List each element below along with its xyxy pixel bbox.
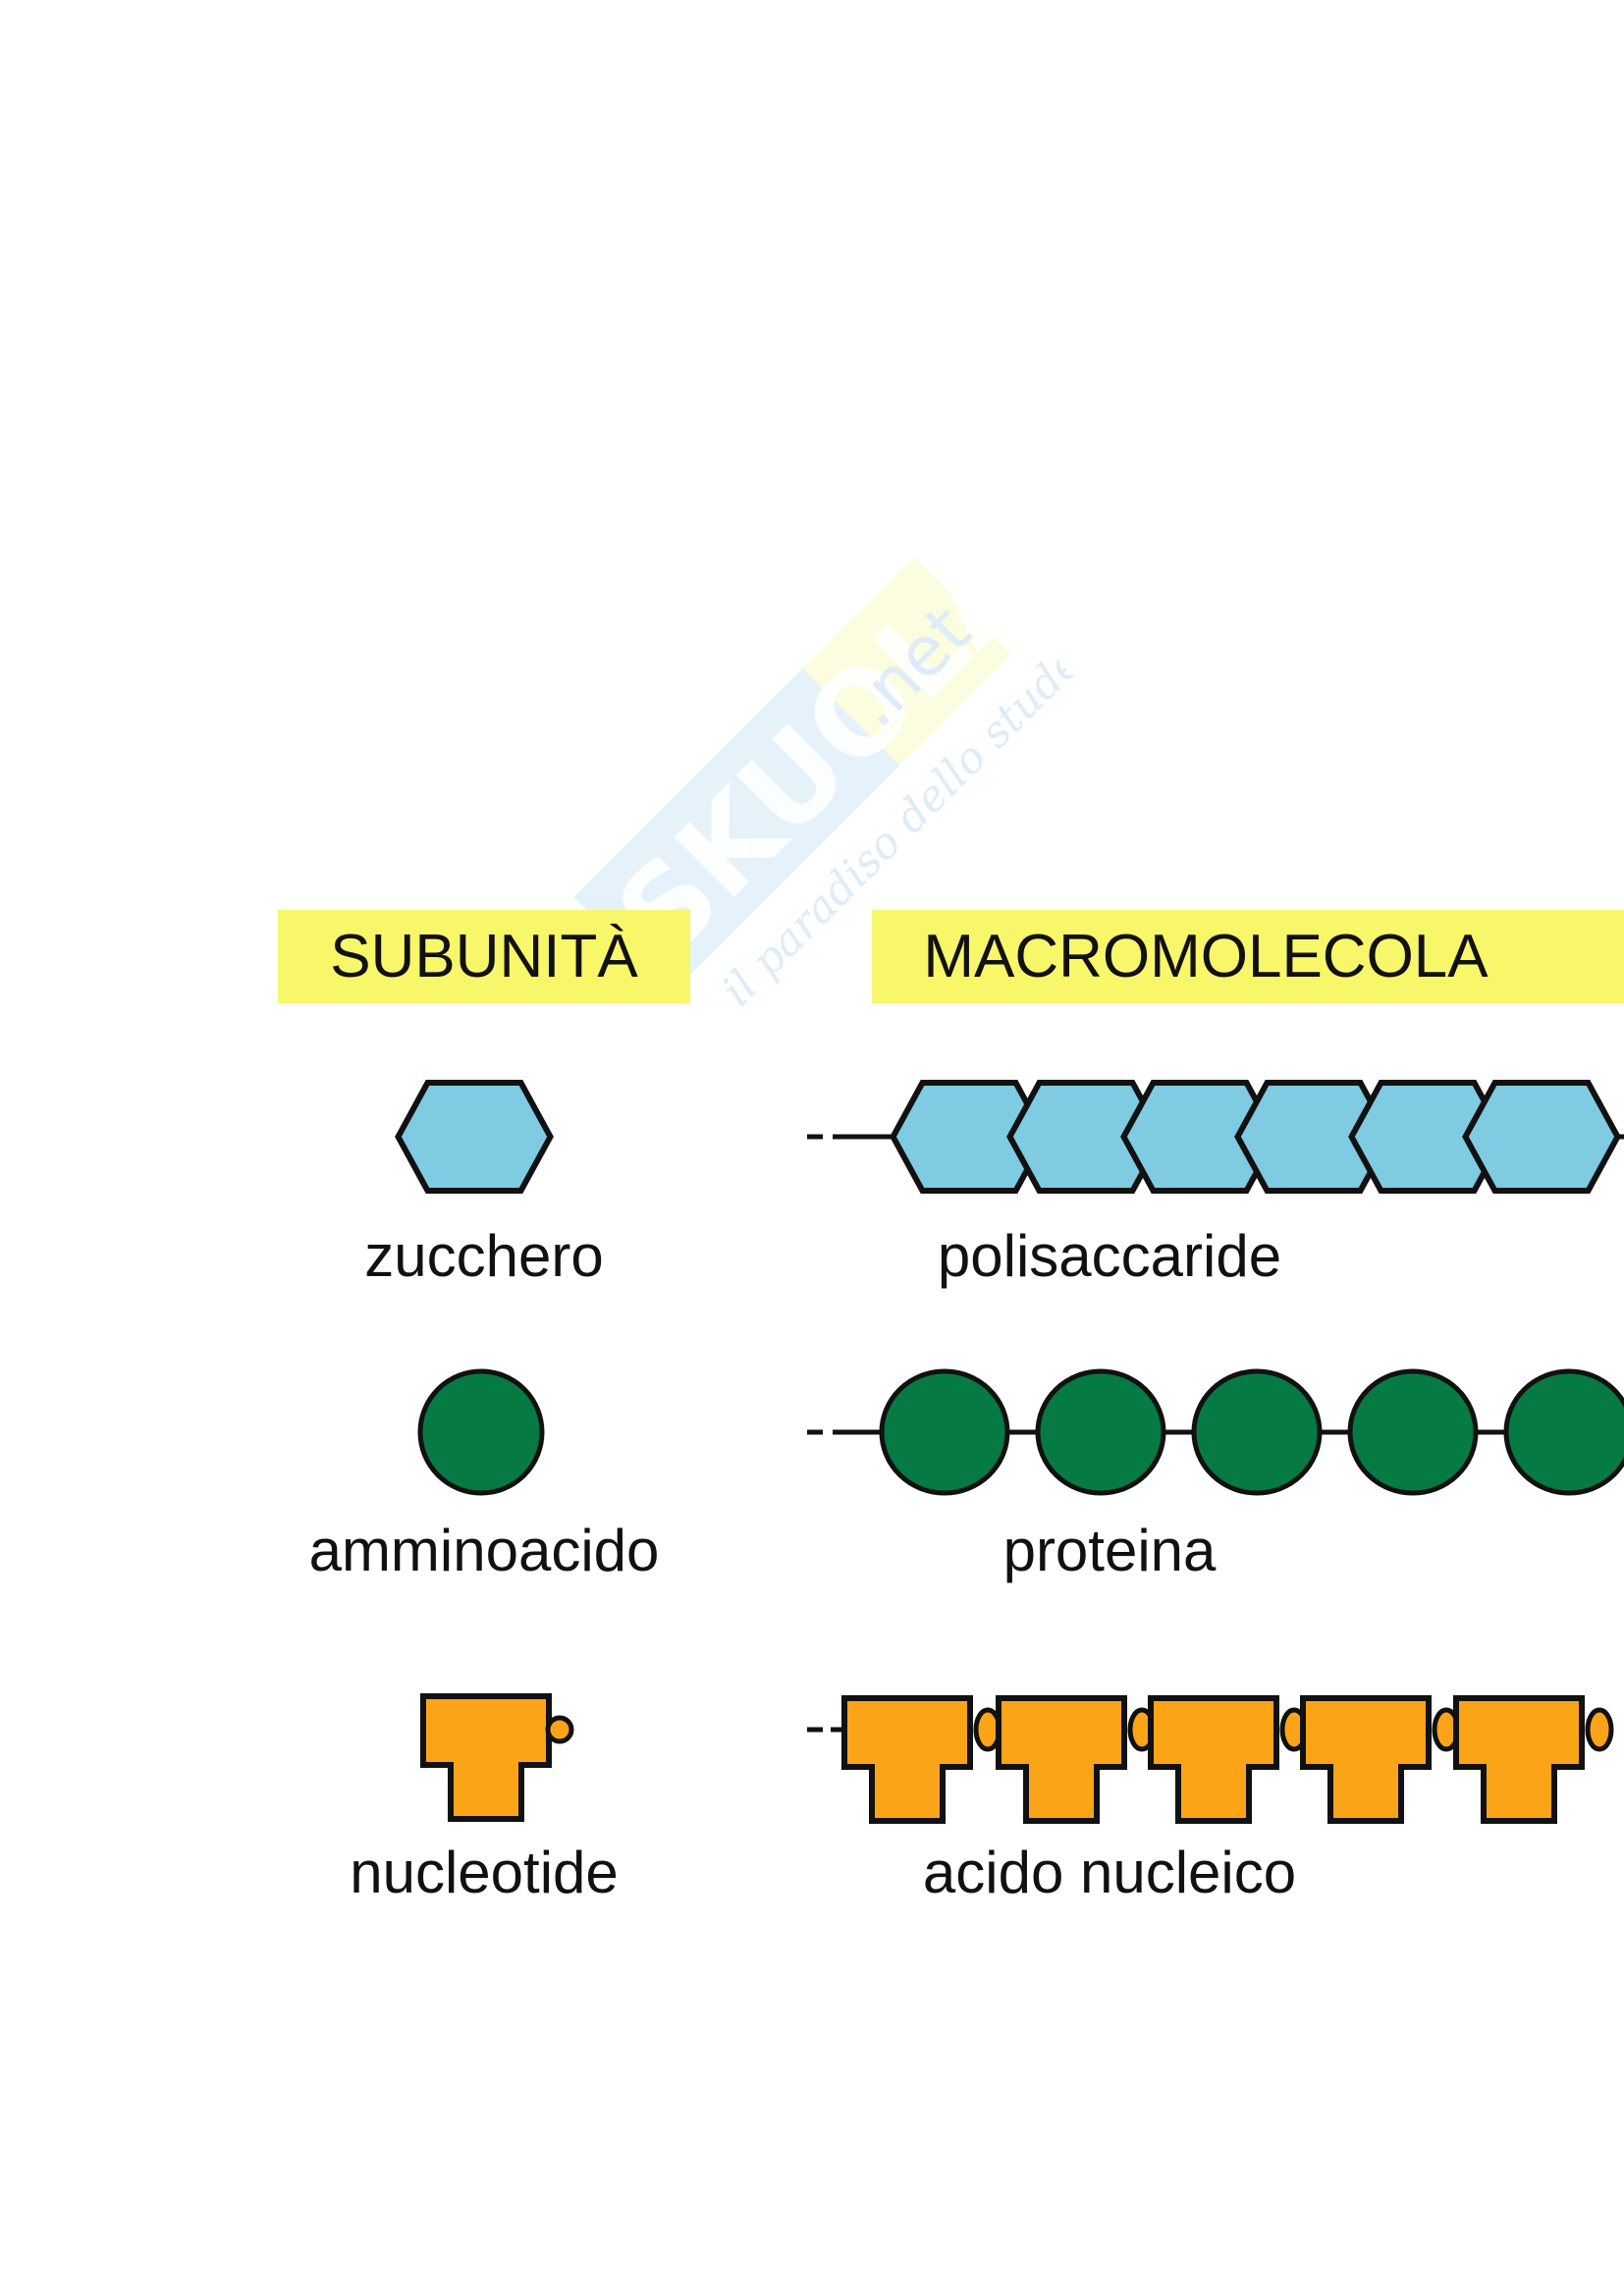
- macromolecule-label-protein: proteina: [1002, 1518, 1217, 1583]
- protein-amino-acid-circle: [879, 1368, 1010, 1496]
- nucleotide-phosphate-circle: [545, 1715, 574, 1744]
- subunit-header: SUBUNITÀ: [278, 910, 690, 1003]
- macromolecule-label-nucleic-acid: acido nucleico: [922, 1840, 1297, 1905]
- subunit-label-sugar: zucchero: [364, 1223, 604, 1289]
- sugar-monomer-hexagon: [395, 1080, 554, 1194]
- subunit-label-amino-acid: amminoacido: [308, 1518, 660, 1583]
- nucleic-acid-t-block: [1453, 1695, 1585, 1824]
- macromolecule-header-text: MACROMOLECOLA: [923, 923, 1489, 990]
- protein-amino-acid-circle: [1035, 1368, 1166, 1496]
- nucleic-acid-t-block: [1148, 1695, 1279, 1824]
- polysaccharide-hexagon: [1462, 1080, 1621, 1194]
- macromolecule-label-polysaccharide: polisaccaride: [937, 1223, 1282, 1289]
- nucleotide-monomer-t-block: [420, 1693, 552, 1822]
- subunit-header-text: SUBUNITÀ: [330, 923, 638, 990]
- amino-acid-monomer-circle: [417, 1368, 545, 1496]
- nucleic-acid-t-block: [996, 1695, 1127, 1824]
- nucleic-acid-phosphate-link: [1585, 1707, 1614, 1752]
- protein-amino-acid-circle: [1191, 1368, 1323, 1496]
- protein-amino-acid-circle: [1347, 1368, 1479, 1496]
- nucleotide-row: [420, 1693, 1614, 1824]
- macromolecule-header: MACROMOLECOLA: [872, 910, 1624, 1003]
- protein-amino-acid-circle: [1503, 1368, 1624, 1496]
- nucleic-acid-t-block: [841, 1695, 973, 1824]
- sugar-row: [395, 1080, 1624, 1194]
- subunit-label-nucleotide: nucleotide: [350, 1840, 619, 1905]
- nucleic-acid-t-block: [1300, 1695, 1432, 1824]
- amino-acid-row: [417, 1368, 1624, 1496]
